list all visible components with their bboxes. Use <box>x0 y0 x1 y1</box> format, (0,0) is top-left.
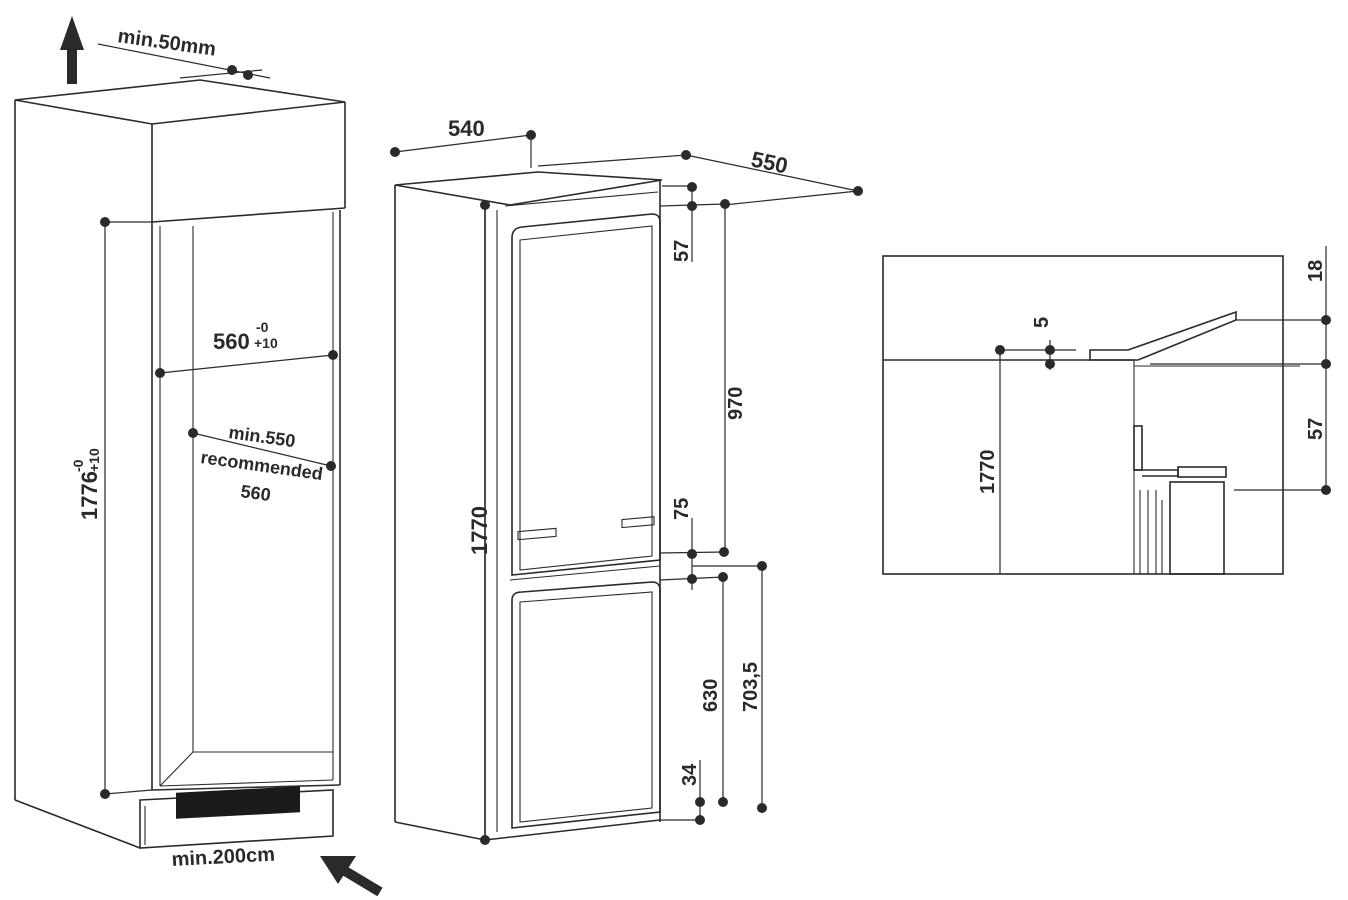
appliance-view: 540 550 1770 57 <box>390 116 863 845</box>
niche-width-dimension <box>155 350 338 378</box>
niche-cabinet: min.50mm <box>14 16 383 897</box>
appliance-bottom-gap-dimension <box>660 760 705 825</box>
detail-height-value: 1770 <box>977 450 999 495</box>
niche-depth-line3: 560 <box>239 481 272 505</box>
niche-height-tol-lower: +10 <box>86 448 102 472</box>
appliance-lower-door-dimension <box>659 572 728 807</box>
appliance-lower-total-value: 703,5 <box>740 662 762 712</box>
top-clearance-label: min.50mm <box>116 25 217 61</box>
appliance-depth-dimension <box>537 150 863 206</box>
arrow-up-icon <box>60 16 84 84</box>
appliance-lower-total-dimension <box>692 561 767 813</box>
appliance-lower-door-value: 630 <box>700 679 722 712</box>
detail-bracket-drop-value: 57 <box>1305 418 1327 440</box>
niche-depth-dimension <box>188 428 336 471</box>
detail-gap-dimension <box>995 340 1076 370</box>
appliance-width-dimension <box>390 130 536 168</box>
niche-depth-line2: recommended <box>199 447 324 484</box>
bottom-vent-label: min.200cm <box>171 844 275 871</box>
detail-frame <box>882 255 1284 575</box>
detail-bracket-drop-dimension <box>1150 320 1331 495</box>
niche-width-tol-lower: +10 <box>254 335 278 351</box>
detail-gap-value: 5 <box>1031 317 1053 328</box>
niche-width-value: 560 <box>213 329 250 354</box>
appliance-height-value: 1770 <box>467 506 492 555</box>
niche-width-tol-upper: -0 <box>256 319 269 335</box>
niche-height-tol-upper: -0 <box>70 459 86 472</box>
appliance-upper-door-dimension <box>719 199 730 557</box>
appliance-top-gap-dimension <box>659 182 726 262</box>
arrow-diagonal-icon <box>320 856 383 897</box>
appliance-bottom-gap-value: 34 <box>679 763 701 786</box>
appliance-width-value: 540 <box>448 116 485 141</box>
appliance-top-gap-value: 57 <box>671 240 693 262</box>
top-clearance-dimension <box>97 43 271 80</box>
appliance-hinge-gap-value: 75 <box>671 498 693 520</box>
appliance-depth-value: 550 <box>749 146 790 178</box>
detail-view: 18 57 5 1770 <box>882 246 1331 575</box>
niche-height-dimension <box>100 217 153 799</box>
appliance-outline <box>394 171 663 841</box>
detail-bracket <box>1089 310 1300 575</box>
appliance-height-dimension <box>480 200 490 845</box>
niche-depth-line1: min.550 <box>227 422 296 451</box>
detail-top-offset-value: 18 <box>1305 260 1327 282</box>
appliance-upper-door-value: 970 <box>725 387 747 420</box>
niche-height-value: 1776 <box>77 471 102 520</box>
cabinet-outline <box>14 79 346 849</box>
vent-slot <box>176 786 300 819</box>
